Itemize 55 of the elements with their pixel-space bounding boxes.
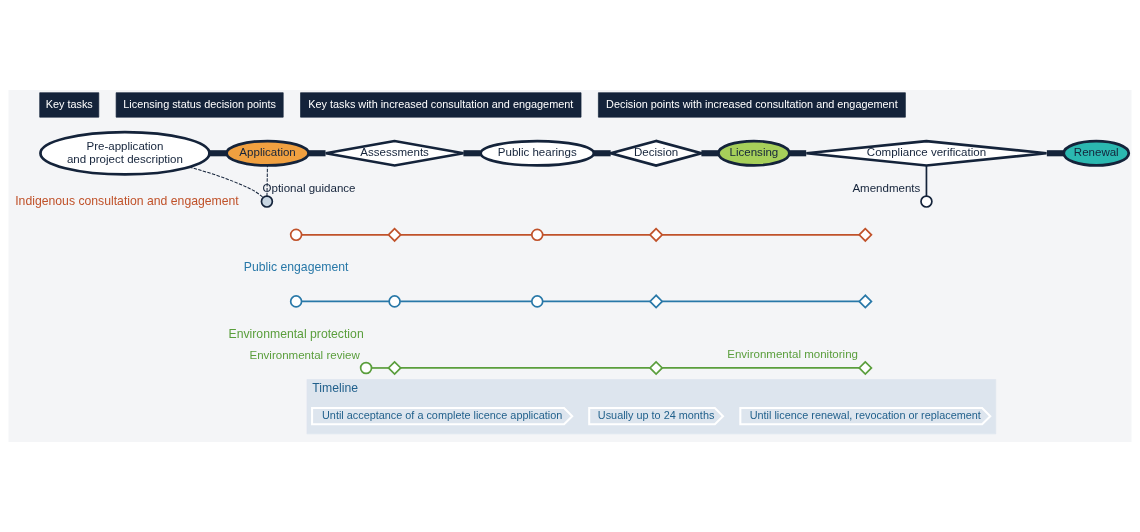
node-diamond bbox=[648, 294, 664, 309]
connector bbox=[300, 234, 390, 236]
connector bbox=[701, 150, 719, 157]
connector bbox=[925, 164, 928, 197]
node-diamond: Compliance verification bbox=[805, 139, 1048, 167]
connector bbox=[541, 234, 651, 236]
connector bbox=[661, 367, 860, 369]
node-diamond bbox=[387, 227, 402, 243]
node-label: Environmental monitoring bbox=[727, 348, 859, 361]
connector bbox=[399, 300, 533, 303]
label: Indigenous consultation and engagement bbox=[15, 193, 239, 208]
label: Environmental protection bbox=[228, 326, 364, 341]
node-ellipse: Public hearings bbox=[479, 139, 596, 167]
connector bbox=[300, 300, 390, 303]
connector bbox=[661, 300, 860, 303]
node-circle bbox=[920, 195, 933, 208]
connector bbox=[370, 367, 390, 369]
node-ellipse: Licensing bbox=[717, 139, 791, 167]
node-diamond bbox=[858, 294, 873, 309]
legend-label: Key tasks bbox=[45, 97, 93, 110]
connector bbox=[1046, 150, 1064, 157]
node-diamond bbox=[648, 227, 664, 243]
node-circle bbox=[388, 295, 401, 308]
node-label: Amendments bbox=[852, 182, 921, 195]
node-circle bbox=[530, 228, 544, 242]
connector bbox=[661, 234, 860, 236]
connector bbox=[188, 166, 264, 198]
legend-label: Key tasks with increased consultation and engagement bbox=[308, 97, 574, 110]
node-diamond bbox=[648, 360, 664, 376]
connector bbox=[209, 150, 227, 157]
connector bbox=[266, 165, 268, 197]
node-circle bbox=[530, 295, 544, 308]
node-circle bbox=[260, 195, 274, 208]
connector bbox=[789, 150, 807, 157]
node-label: Optional guidance bbox=[262, 182, 356, 195]
node-circle bbox=[289, 295, 303, 308]
node-circle bbox=[289, 228, 303, 242]
connector bbox=[541, 300, 651, 303]
connector bbox=[399, 367, 651, 369]
node-label: Environmental review bbox=[249, 348, 360, 361]
connector bbox=[308, 150, 326, 157]
node-ellipse: Application bbox=[225, 139, 310, 167]
connector bbox=[399, 234, 533, 236]
connector bbox=[463, 150, 481, 157]
node-diamond: Assessments bbox=[324, 139, 465, 167]
node-diamond bbox=[387, 360, 402, 376]
legend-label: Licensing status decision points bbox=[123, 97, 277, 110]
connector bbox=[593, 150, 611, 157]
node-diamond bbox=[858, 227, 873, 243]
node-ellipse: Pre-application and project description bbox=[39, 130, 211, 176]
label: Public engagement bbox=[243, 260, 349, 275]
legend-label: Decision points with increased consultation and engagement bbox=[606, 97, 898, 110]
node-diamond bbox=[858, 360, 873, 376]
node-circle bbox=[359, 361, 373, 375]
node-ellipse: Renewal bbox=[1062, 139, 1131, 167]
